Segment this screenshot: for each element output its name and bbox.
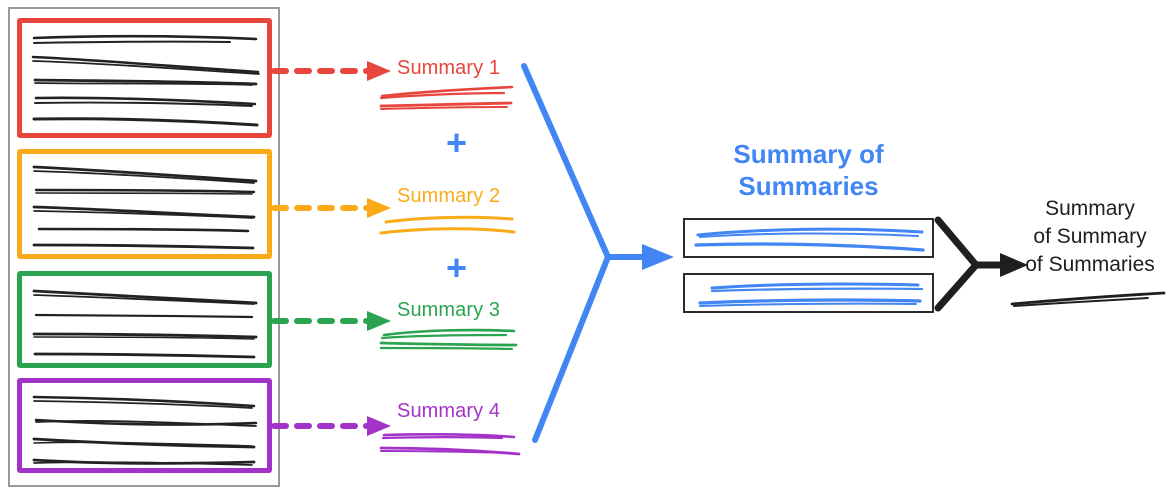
summary-2-lines bbox=[378, 212, 518, 240]
dashed-arrow-summary-2 bbox=[271, 196, 397, 220]
final-summary-title: Summary of Summary of Summaries bbox=[1012, 195, 1168, 279]
summary-3-label: Summary 3 bbox=[397, 299, 501, 321]
dashed-arrow-summary-1 bbox=[271, 59, 397, 83]
final-title-line-3: of Summaries bbox=[1025, 252, 1155, 276]
merge-arrow-blue bbox=[518, 58, 688, 448]
document-lines-group-4 bbox=[32, 395, 258, 466]
summary-2-label: Summary 2 bbox=[397, 185, 501, 207]
document-group-2[interactable] bbox=[17, 149, 272, 259]
dashed-arrow-summary-3 bbox=[271, 309, 397, 333]
summary-of-summaries-box-1[interactable] bbox=[683, 218, 934, 258]
summary-4-label: Summary 4 bbox=[397, 400, 501, 422]
summary-3-lines bbox=[378, 326, 518, 354]
summary-1-label: Summary 1 bbox=[397, 57, 501, 79]
merge-arrow-black bbox=[932, 215, 1037, 315]
summary-of-summaries-title: Summary of Summaries bbox=[683, 139, 934, 202]
plus-operator-1: + bbox=[446, 122, 468, 163]
sos-title-line-2: Summaries bbox=[738, 170, 879, 201]
document-lines-group-1 bbox=[31, 34, 260, 127]
sos-title-line-1: Summary of bbox=[733, 139, 884, 169]
sos-box-1-lines bbox=[694, 227, 925, 252]
summary-4-lines bbox=[378, 427, 523, 457]
dashed-arrow-summary-4 bbox=[271, 414, 397, 438]
document-group-4[interactable] bbox=[17, 378, 272, 473]
sos-box-2-lines bbox=[698, 282, 924, 307]
plus-operator-2: + bbox=[446, 247, 468, 288]
final-title-line-2: of Summary bbox=[1033, 224, 1147, 248]
summary-1-lines bbox=[378, 84, 518, 112]
final-summary-lines bbox=[1008, 290, 1168, 312]
final-title-line-1: Summary bbox=[1045, 197, 1135, 220]
document-lines-group-2 bbox=[32, 165, 258, 250]
document-lines-group-3 bbox=[32, 289, 258, 359]
document-group-1[interactable] bbox=[17, 18, 272, 138]
document-group-3[interactable] bbox=[17, 271, 272, 368]
summary-of-summaries-box-2[interactable] bbox=[683, 273, 934, 313]
